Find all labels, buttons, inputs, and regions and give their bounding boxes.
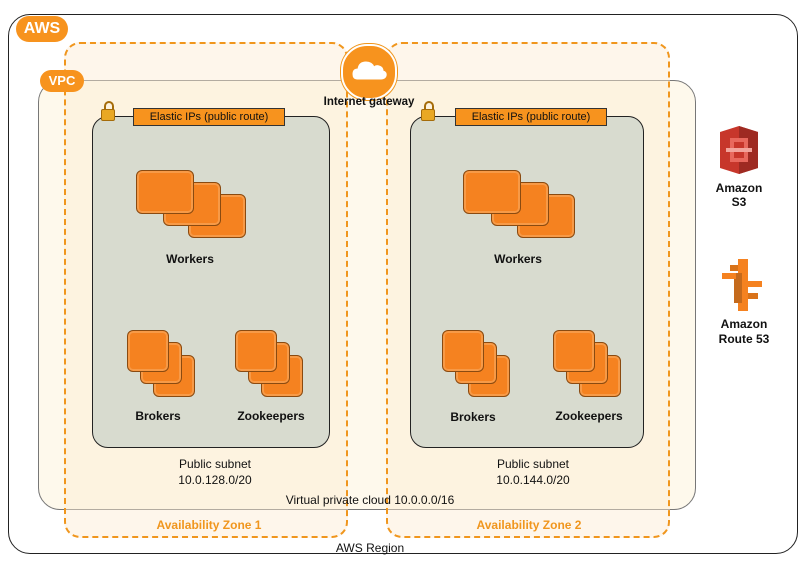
subnet-title-2: Public subnet <box>496 457 570 471</box>
subnet-cidr-2: 10.0.144.0/20 <box>496 473 570 487</box>
aws-region-label: AWS Region <box>335 541 405 555</box>
worker-instance-icon <box>136 170 194 214</box>
availability-zone-1-label: Availability Zone 1 <box>156 518 262 532</box>
zookeeper-instance-icon <box>553 330 595 372</box>
workers-label-1: Workers <box>166 252 214 266</box>
route53-label-line1: Amazon <box>720 317 768 331</box>
public-subnet-2 <box>410 116 644 448</box>
lock-icon <box>101 101 115 121</box>
zookeeper-instance-icon <box>235 330 277 372</box>
zookeepers-label-2: Zookeepers <box>555 409 623 423</box>
public-subnet-1 <box>92 116 330 448</box>
s3-label-line2: S3 <box>731 195 747 209</box>
subnet-cidr-1: 10.0.128.0/20 <box>178 473 252 487</box>
subnet-title-1: Public subnet <box>178 457 252 471</box>
s3-bucket-icon <box>716 124 762 176</box>
route53-label-line2: Route 53 <box>718 332 770 346</box>
workers-label-2: Workers <box>494 252 542 266</box>
brokers-label-1: Brokers <box>135 409 181 423</box>
broker-instance-icon <box>442 330 484 372</box>
route53-icon <box>720 257 766 313</box>
aws-region-boundary <box>8 14 798 554</box>
aws-badge: AWS <box>16 16 68 42</box>
availability-zone-2-label: Availability Zone 2 <box>476 518 582 532</box>
zookeepers-label-1: Zookeepers <box>237 409 305 423</box>
vpc-badge: VPC <box>40 70 84 92</box>
lock-icon <box>421 101 435 121</box>
internet-gateway-label: Internet gateway <box>323 96 415 108</box>
worker-instance-icon <box>463 170 521 214</box>
brokers-label-2: Brokers <box>450 410 496 424</box>
elastic-ips-label-1: Elastic IPs (public route) <box>133 108 285 126</box>
vpc-cidr-label: Virtual private cloud 10.0.0.0/16 <box>285 493 455 507</box>
elastic-ips-label-2: Elastic IPs (public route) <box>455 108 607 126</box>
internet-gateway-icon <box>341 44 397 100</box>
s3-label-line1: Amazon <box>715 181 763 195</box>
broker-instance-icon <box>127 330 169 372</box>
